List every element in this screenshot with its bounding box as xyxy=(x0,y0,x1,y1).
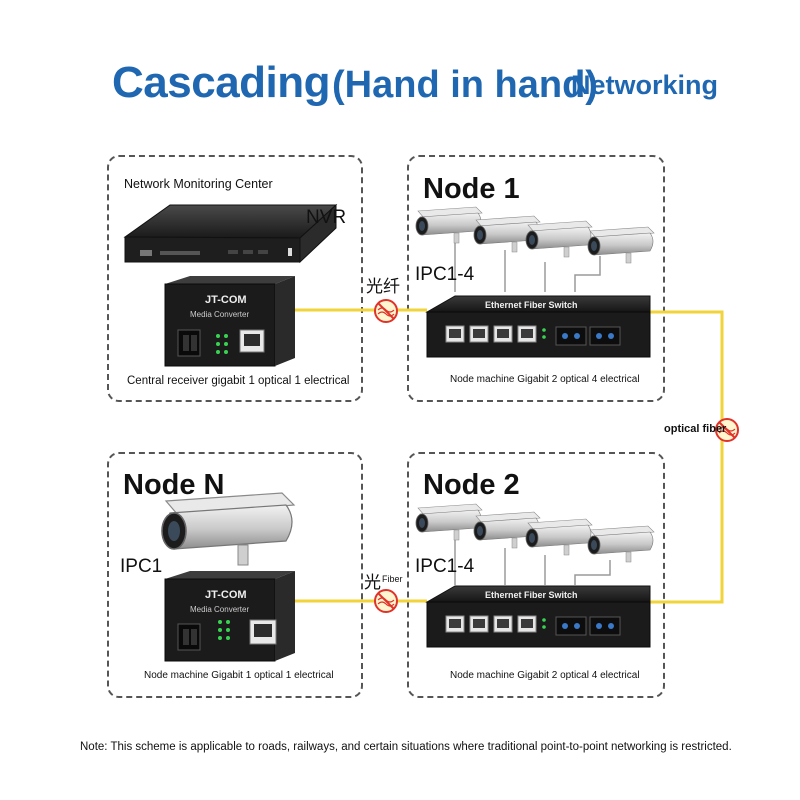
camera-icon xyxy=(525,220,593,258)
node2-ipc-label: IPC1-4 xyxy=(415,556,475,577)
nodeN-caption: Node machine Gigabit 1 optical 1 electri… xyxy=(144,670,334,681)
camera-icon xyxy=(587,525,655,563)
title-middle: (Hand in hand) xyxy=(332,64,598,106)
panel-monitoring-center xyxy=(107,155,363,402)
camera-cables xyxy=(454,242,611,585)
title-main: Cascading xyxy=(112,58,331,107)
node1-ipc-label: IPC1-4 xyxy=(415,264,475,285)
right-fiber-label: optical fiber xyxy=(664,423,727,435)
nodeN-media-converter xyxy=(164,571,295,662)
node1-caption: Node machine Gigabit 2 optical 4 electri… xyxy=(450,374,640,385)
nodeN-ipc-label: IPC1 xyxy=(120,556,163,577)
camera-icon xyxy=(415,206,483,244)
title-suffix: Networking xyxy=(571,70,719,100)
node1-cameras xyxy=(415,206,655,264)
node2-title: Node 2 xyxy=(423,469,520,501)
node2-switch xyxy=(425,585,651,648)
node2-switch-label: Ethernet Fiber Switch xyxy=(485,590,578,600)
nodeN-converter-model: Media Converter xyxy=(190,605,250,614)
node2-cameras xyxy=(415,503,655,563)
monitoring-center-caption: Central receiver gigabit 1 optical 1 ele… xyxy=(127,375,350,387)
bottom-fiber-label-cn: 光 xyxy=(364,573,381,592)
panel-node-n xyxy=(107,452,363,698)
nodeN-converter-brand: JT-COM xyxy=(205,589,247,601)
nodeN-camera-icon xyxy=(161,492,295,566)
nvr-label: NVR xyxy=(306,207,347,228)
node1-switch xyxy=(425,295,651,358)
central-converter-model: Media Converter xyxy=(190,310,250,319)
panel-node-2 xyxy=(407,452,665,698)
central-media-converter xyxy=(164,276,295,367)
monitoring-center-heading: Network Monitoring Center xyxy=(124,177,273,191)
footer-note: Note: This scheme is applicable to roads… xyxy=(80,741,732,753)
camera-icon xyxy=(587,226,655,264)
camera-icon xyxy=(415,503,483,541)
node1-switch-label: Ethernet Fiber Switch xyxy=(485,300,578,310)
nvr-device xyxy=(123,203,338,264)
nodeN-title: Node N xyxy=(123,469,225,501)
camera-icon xyxy=(525,518,593,556)
fiber-icon xyxy=(374,589,398,613)
panel-node-1 xyxy=(407,155,665,402)
central-converter-brand: JT-COM xyxy=(205,294,247,306)
top-fiber-label: 光纤 xyxy=(366,277,400,296)
fiber-icon xyxy=(374,299,398,323)
bottom-fiber-label-en: Fiber xyxy=(382,574,403,584)
node1-title: Node 1 xyxy=(423,173,520,205)
fiber-links xyxy=(275,308,724,604)
node2-caption: Node machine Gigabit 2 optical 4 electri… xyxy=(450,670,640,681)
